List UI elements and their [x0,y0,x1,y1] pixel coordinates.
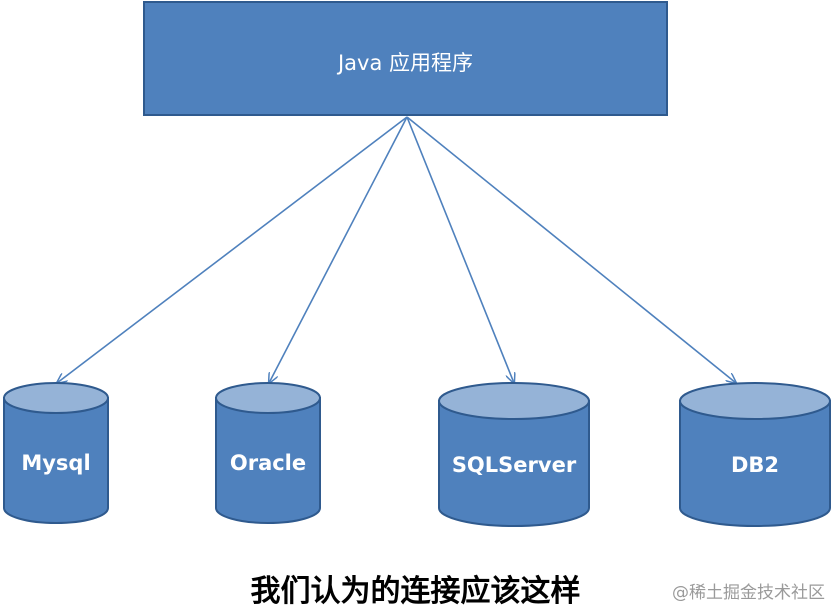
java-application-label: Java 应用程序 [337,51,474,75]
watermark: @稀土掘金技术社区 [672,583,825,603]
database-cylinder-oracle: Oracle [215,382,321,524]
arrow-to-db2 [406,116,736,383]
arrow-to-mysql [57,116,408,383]
database-cylinder-sqlserver: SQLServer [438,382,590,527]
arrow-to-oracle [269,116,408,383]
arrow-to-sqlserver [406,116,514,383]
java-application-box: Java 应用程序 [143,1,668,116]
database-label-sqlserver: SQLServer [452,453,577,477]
database-label-oracle: Oracle [230,451,306,475]
database-label-mysql: Mysql [21,451,90,475]
database-label-db2: DB2 [731,453,779,477]
database-cylinder-mysql: Mysql [3,382,109,524]
database-cylinder-db2: DB2 [679,382,831,527]
diagram-caption: 我们认为的连接应该这样 [250,574,581,609]
